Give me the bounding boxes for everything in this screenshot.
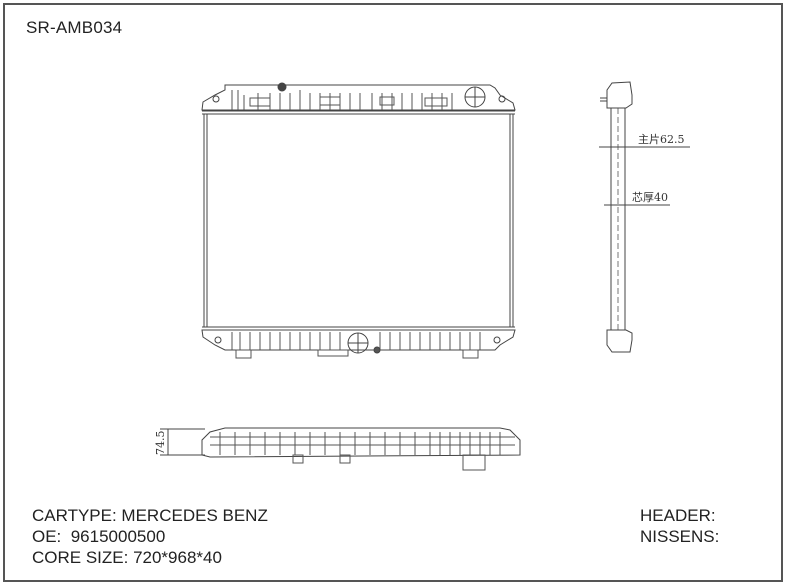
core-thickness-label: 芯厚40 (632, 190, 668, 204)
spec-info-right: HEADER: NISSENS: (640, 505, 719, 547)
cartype-label: CARTYPE: MERCEDES BENZ (32, 506, 268, 525)
nissens-label: NISSENS: (640, 527, 720, 546)
tank-dimension-label: 主片62.5 (638, 133, 685, 146)
radiator-side-view: 主片62.5 芯厚40 (599, 81, 690, 353)
oe-number-label: OE: 9615000500 (32, 527, 166, 546)
drawing-frame (3, 3, 783, 582)
header-label: HEADER: (640, 506, 716, 525)
part-number-title: SR-AMB034 (26, 18, 123, 37)
radiator-top-view: 74.5 (154, 427, 521, 471)
radiator-front-view (201, 82, 516, 359)
core-size-label: CORE SIZE: 720*968*40 (32, 548, 222, 567)
top-view-dimension-label: 74.5 (154, 431, 167, 456)
spec-info-left: CARTYPE: MERCEDES BENZ OE: 9615000500 CO… (32, 505, 268, 568)
